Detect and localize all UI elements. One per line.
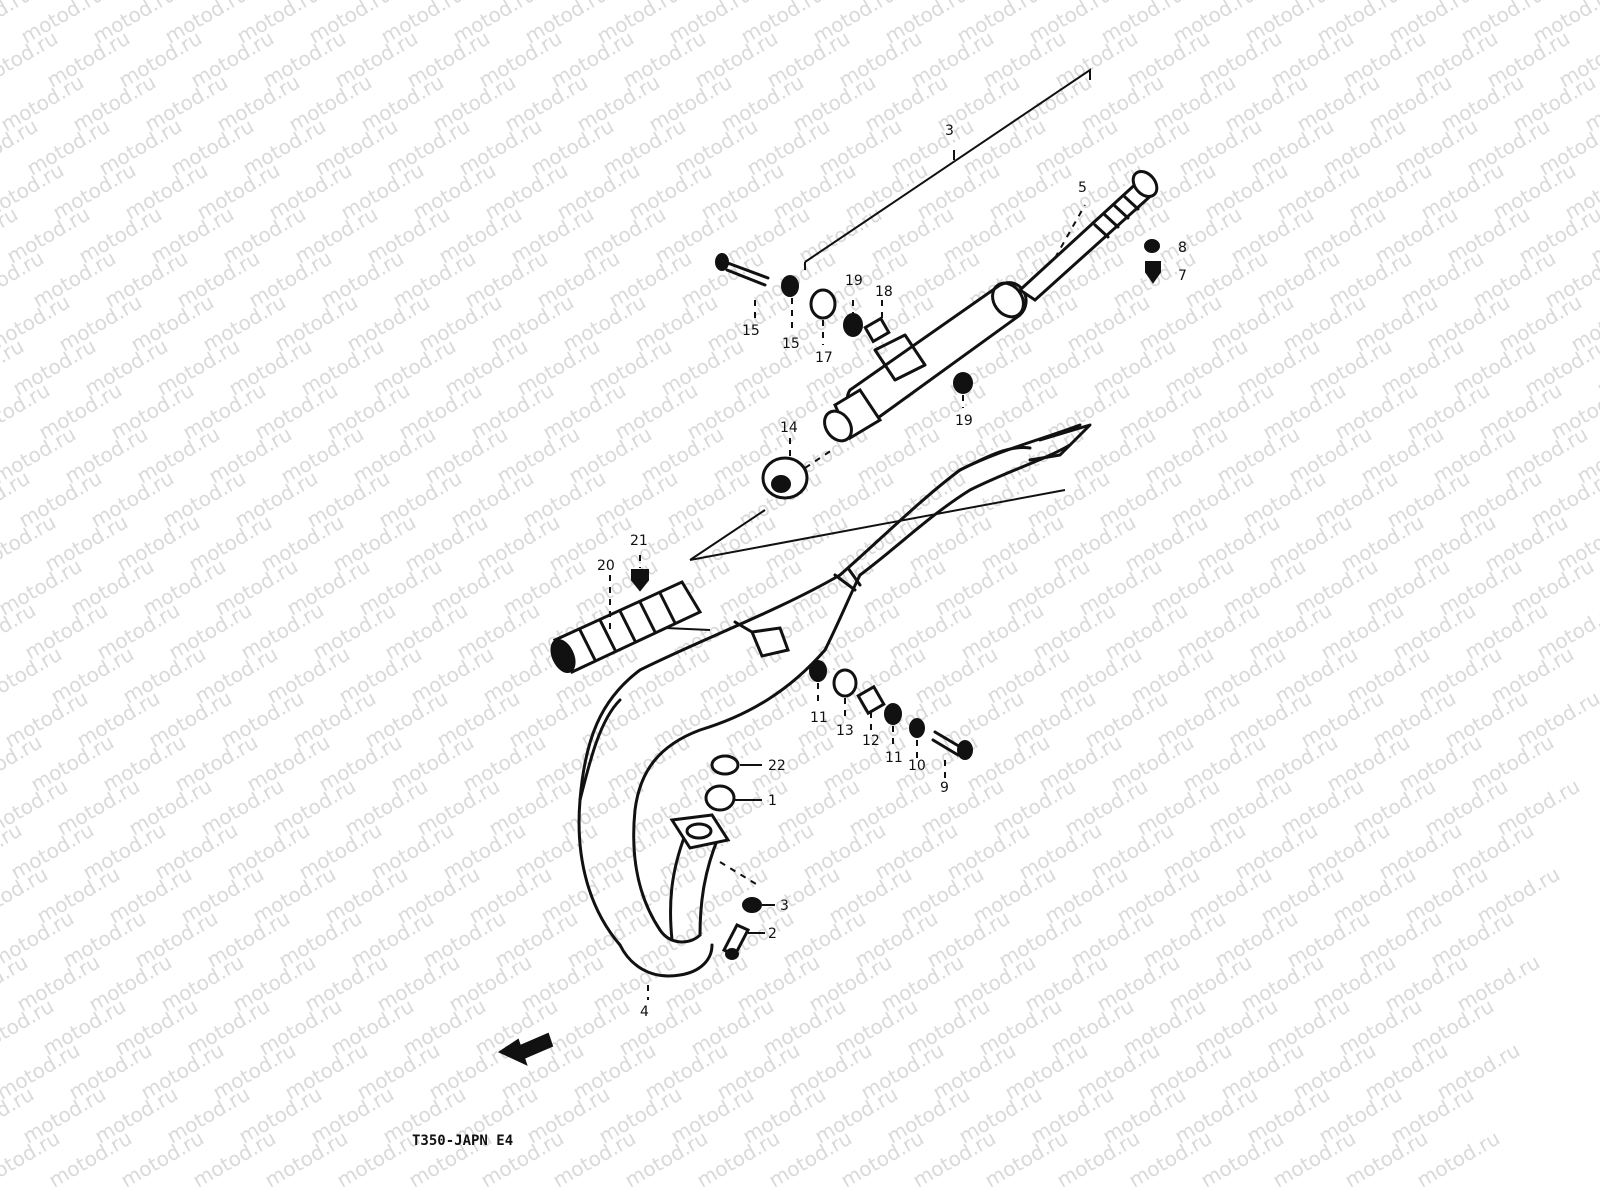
gasket-14 xyxy=(761,456,809,500)
washer-15 xyxy=(781,275,799,297)
gasket-1 xyxy=(704,784,736,812)
callout-10: 10 xyxy=(908,758,926,774)
callout-7: 7 xyxy=(1178,268,1187,284)
tail-pipe xyxy=(1017,169,1159,302)
grommet-19a xyxy=(843,313,863,337)
callout-22: 22 xyxy=(768,758,786,774)
callout-12: 12 xyxy=(862,733,880,749)
grommet-11b xyxy=(884,703,902,725)
callout-15b: 15 xyxy=(782,336,800,352)
callout-15a: 15 xyxy=(742,323,760,339)
callout-19b: 19 xyxy=(955,413,973,429)
callout-11b: 11 xyxy=(885,750,903,766)
collar-18 xyxy=(863,316,891,344)
hardware xyxy=(497,239,1161,1066)
watermark-text: motod.ru xyxy=(1575,0,1600,4)
silencer xyxy=(823,281,1028,443)
callout-9: 9 xyxy=(940,780,949,796)
callout-5: 5 xyxy=(1078,180,1087,196)
callout-2: 2 xyxy=(768,926,777,942)
callout-8: 8 xyxy=(1178,240,1187,256)
collar-12 xyxy=(856,684,886,716)
spring-20 xyxy=(550,580,703,674)
callouts: 1 2 3 3 4 5 7 8 9 10 11 11 12 13 14 15 1… xyxy=(597,123,1187,1020)
exhaust-pipe xyxy=(577,423,1092,978)
clip-21 xyxy=(631,569,649,592)
washer-17 xyxy=(809,288,837,320)
washer-13 xyxy=(832,668,858,698)
callout-18: 18 xyxy=(875,284,893,300)
bolt-15 xyxy=(715,253,770,287)
callout-13: 13 xyxy=(836,723,854,739)
callout-19a: 19 xyxy=(845,273,863,289)
watermark-text: motod.ru xyxy=(1413,1126,1504,1193)
callout-4: 4 xyxy=(640,1004,649,1020)
bolt-2 xyxy=(721,923,751,960)
diagram-code: T350-JAPN E4 xyxy=(412,1133,513,1149)
washer-3 xyxy=(742,897,762,913)
callout-11a: 11 xyxy=(810,710,828,726)
callout-1: 1 xyxy=(768,793,777,809)
grommet-11a xyxy=(809,660,827,682)
bolt-8 xyxy=(1144,239,1160,253)
callout-3a: 3 xyxy=(780,898,789,914)
callout-14: 14 xyxy=(780,420,798,436)
callout-21: 21 xyxy=(630,533,648,549)
callout-20: 20 xyxy=(597,558,615,574)
callout-17: 17 xyxy=(815,350,833,366)
grommet-19b xyxy=(953,372,973,394)
bolt-7 xyxy=(1145,261,1161,284)
callout-3b: 3 xyxy=(945,123,954,139)
front-arrow-icon xyxy=(497,1032,554,1066)
bolt-9 xyxy=(931,730,973,760)
leader-lines xyxy=(609,68,1091,1000)
gasket-22 xyxy=(710,754,740,776)
washer-10 xyxy=(909,718,925,738)
